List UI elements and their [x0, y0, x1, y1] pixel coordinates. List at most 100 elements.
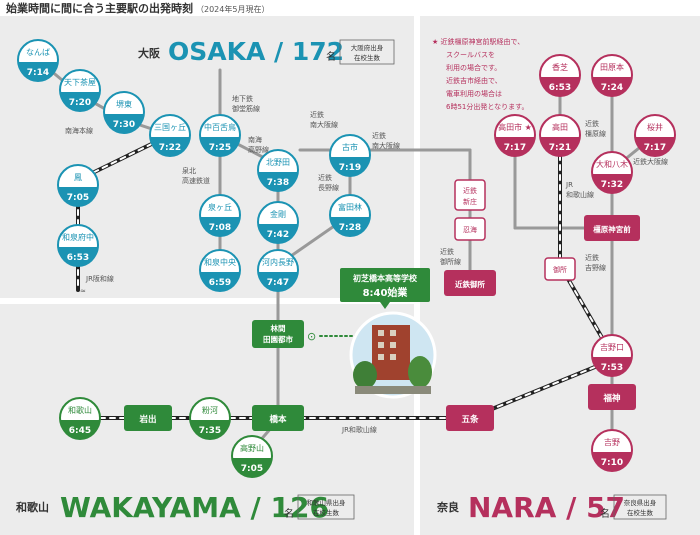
region-jp: 大阪: [138, 46, 161, 60]
stop-label: 近鉄: [463, 186, 477, 195]
osaka-title: 大阪 OSAKA / 172 名 大阪府出身 在校生数: [138, 37, 395, 66]
region-en: WAKAYAMA / 126: [60, 491, 329, 524]
station-name: 堺東: [116, 99, 132, 109]
station-takada[interactable]: 高田 7:21: [539, 114, 581, 157]
stop-fukugami[interactable]: 福神: [588, 384, 636, 410]
station-izumigaoka[interactable]: 泉ヶ丘 7:08: [199, 194, 241, 237]
stop-shinjo[interactable]: 近鉄 新庄: [454, 179, 486, 211]
station-sakaihigashi[interactable]: 堺東 7:30: [103, 91, 145, 134]
station-mikunigaoka[interactable]: 三国ヶ丘 7:22: [149, 114, 191, 157]
station-name: 和泉府中: [62, 232, 94, 242]
station-time: 7:35: [199, 426, 221, 436]
station-tondabayashi[interactable]: 富田林 7:28: [329, 194, 371, 237]
station-furuichi[interactable]: 古市 7:19: [329, 134, 371, 177]
school-callout[interactable]: 初芝橋本高等学校 8:40始業: [340, 268, 430, 309]
line-label: 御所線: [440, 257, 461, 266]
bus-note-line: 6時51分出発となります。: [446, 102, 528, 111]
station-time: 7:53: [601, 363, 623, 373]
station-tawaramoto[interactable]: 田原本 7:24: [591, 54, 633, 97]
line-label: 近鉄: [440, 247, 454, 256]
line-label: 御堂筋線: [232, 104, 260, 113]
station-kongo[interactable]: 金剛 7:42: [257, 201, 299, 244]
bus-note-line: ★ 近鉄橿原神宮前駅経由で、: [432, 37, 524, 46]
station-tengachaya[interactable]: 天下茶屋 7:20: [59, 69, 101, 112]
wakayama-title: 和歌山 WAKAYAMA / 126 名 和歌山県出身 在校生数: [16, 491, 355, 524]
station-namba[interactable]: なんば 7:14: [17, 39, 59, 82]
station-yamatoyagi[interactable]: 大和八木 7:32: [591, 151, 633, 194]
region-unit: 名: [600, 507, 610, 520]
station-time: 7:10: [601, 458, 623, 468]
stop-gojo[interactable]: 五条: [446, 405, 494, 431]
region-note: 大阪府出身: [351, 43, 384, 52]
station-takadashi[interactable]: 高田市 ★ 7:17: [494, 114, 536, 157]
station-name: 香芝: [552, 62, 568, 72]
stop-label: 新庄: [463, 197, 477, 206]
line-label: 高速鉄道: [182, 176, 210, 185]
line-label: 近鉄大阪線: [633, 157, 668, 166]
stop-gose[interactable]: 御所: [544, 257, 576, 281]
stop-kintetsugose[interactable]: 近鉄御所: [444, 270, 496, 296]
nara-title: 奈良 NARA / 57 名 奈良県出身 在校生数: [436, 491, 667, 524]
stop-kashiharajingumae[interactable]: 橿原神宮前: [584, 215, 640, 241]
station-koyasan[interactable]: 高野山 7:05: [231, 435, 273, 478]
region-unit: 名: [326, 50, 336, 63]
station-time: 7:32: [601, 180, 623, 190]
stop-label: 福神: [602, 393, 621, 404]
stop-label: 橿原神宮前: [593, 224, 631, 234]
station-time: 7:17: [644, 143, 666, 153]
line-label: ≈: [80, 287, 86, 295]
region-note: 在校生数: [313, 508, 340, 517]
stop-oshimi[interactable]: 忍海: [454, 217, 486, 241]
stop-hashimoto[interactable]: 橋本: [252, 405, 304, 431]
line-label: 地下鉄: [232, 94, 253, 103]
station-time: 7:17: [504, 143, 526, 153]
station-time: 7:14: [27, 68, 49, 78]
stop-label: 五条: [461, 414, 479, 425]
station-yoshino[interactable]: 吉野 7:10: [591, 429, 633, 472]
station-name: 高野山: [240, 443, 264, 453]
station-name: 鳳: [74, 173, 82, 182]
station-yoshinoguchi[interactable]: 吉野口 7:53: [591, 334, 633, 377]
station-kawachinagano[interactable]: 河内長野 7:47: [257, 249, 299, 292]
region-note: 在校生数: [354, 53, 381, 62]
line-label: JR: [565, 181, 573, 189]
station-name: 金剛: [270, 209, 286, 219]
station-izumifuchu[interactable]: 和泉府中 6:53: [57, 224, 99, 267]
station-time: 7:42: [267, 230, 289, 240]
line-label: JR阪和線: [85, 274, 114, 283]
stop-label: 林間: [271, 323, 286, 333]
stop-label: 近鉄御所: [455, 279, 485, 289]
stop-label: 御所: [553, 265, 567, 274]
station-time: 6:45: [69, 426, 91, 436]
line-label: 泉北: [182, 166, 196, 175]
station-kitanoda[interactable]: 北野田 7:38: [257, 149, 299, 192]
region-unit: 名: [284, 507, 294, 520]
station-time: 6:53: [67, 253, 89, 263]
station-wakayama[interactable]: 和歌山 6:45: [59, 397, 101, 440]
stop-label: 岩出: [138, 414, 156, 425]
line-label: 近鉄: [585, 119, 599, 128]
station-nakamozu[interactable]: 中百舌鳥 7:25: [199, 114, 241, 157]
station-time: 6:53: [549, 83, 571, 93]
school-name: 初芝橋本高等学校: [353, 273, 418, 283]
station-time: 7:20: [69, 98, 91, 108]
stop-rinkan[interactable]: 林間 田園都市: [252, 320, 304, 348]
station-name: なんば: [26, 48, 50, 57]
station-sakurai[interactable]: 桜井 7:17: [634, 114, 676, 157]
bus-icon: ⊙: [307, 330, 316, 343]
bus-note-line: 利用の場合です。: [446, 63, 501, 72]
station-otori[interactable]: 鳳 7:05: [57, 164, 99, 207]
stop-iwade[interactable]: 岩出: [124, 405, 172, 431]
station-time: 7:22: [159, 143, 181, 153]
station-name: 粉河: [202, 405, 218, 415]
station-name: 高田: [552, 122, 568, 132]
station-kashiba[interactable]: 香芝 6:53: [539, 54, 581, 97]
stop-label: 田園都市: [263, 334, 293, 344]
station-time: 7:21: [549, 143, 571, 153]
line-label: 近鉄: [372, 131, 386, 140]
station-konagawa[interactable]: 粉河 7:35: [189, 397, 231, 440]
station-izumichuo[interactable]: 和泉中央 6:59: [199, 249, 241, 292]
station-time: 6:59: [209, 278, 231, 288]
line-label: 近鉄: [318, 173, 332, 182]
